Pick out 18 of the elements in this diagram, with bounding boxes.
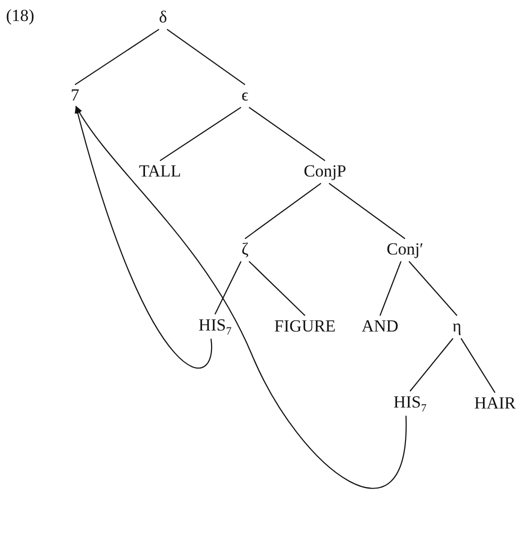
tree-branch-line (74, 28, 160, 86)
tree-branch-line (460, 338, 496, 393)
tree-branch-line (160, 106, 242, 162)
example-number: (18) (6, 6, 34, 26)
tree-branch-line (328, 182, 406, 240)
tree-branch-line (166, 28, 246, 86)
tree-branch-line (214, 261, 242, 314)
binding-arrow (74, 106, 212, 368)
tree-branch-line (248, 260, 306, 316)
tree-branch-line (379, 261, 402, 316)
tree-branch-line (408, 260, 458, 316)
tree-branch-line (248, 106, 326, 162)
tree-branch-line (410, 338, 454, 392)
tree-node-label: ConjP (304, 162, 346, 182)
tree-node-label: Conj′ (386, 240, 424, 260)
tree-branch-line (244, 182, 322, 240)
binding-arrow (76, 106, 407, 488)
greek-letter-node: ζ (241, 240, 249, 260)
